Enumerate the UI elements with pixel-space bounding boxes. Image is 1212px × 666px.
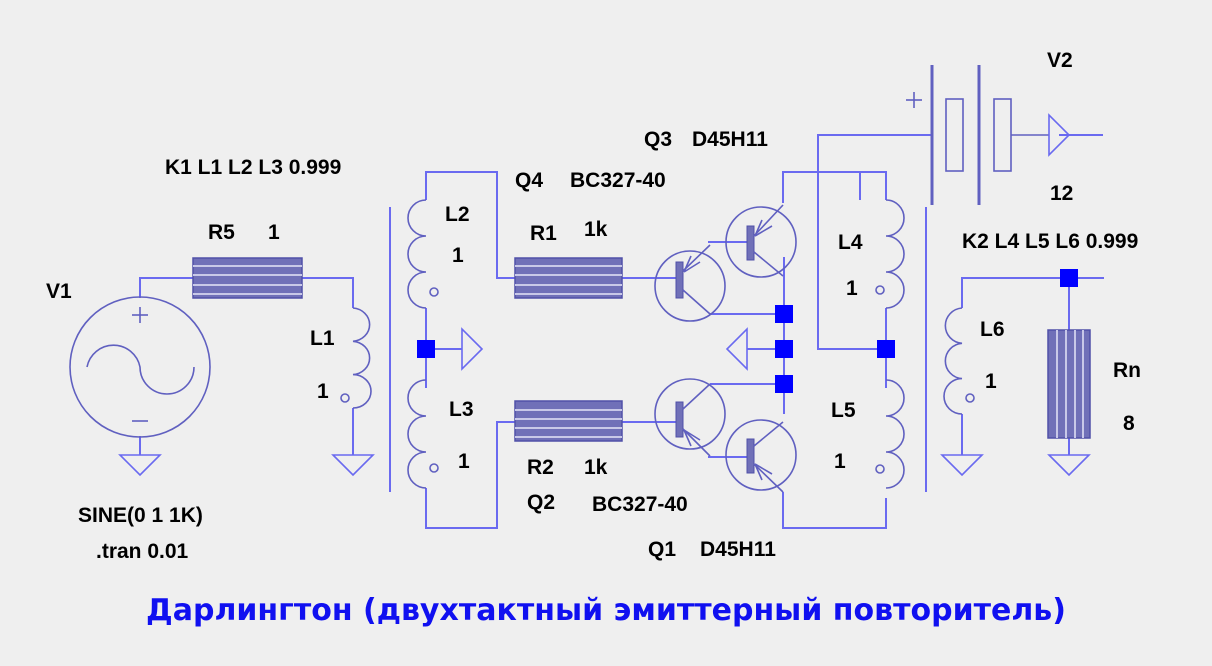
l2-name: L2: [445, 203, 470, 226]
r1-value: 1k: [584, 218, 608, 241]
ground-icon-l6: [940, 454, 984, 477]
resistor-r1[interactable]: [514, 257, 623, 299]
sine-wave-icon: [86, 344, 195, 395]
transistor-q4[interactable]: [654, 244, 726, 322]
q4-name: Q4: [515, 169, 543, 192]
r2-name: R2: [527, 456, 554, 479]
l4-value: 1: [846, 277, 858, 300]
v1-name: V1: [46, 280, 72, 303]
inductor-l2[interactable]: [407, 199, 439, 309]
resistor-rn[interactable]: [1047, 329, 1091, 439]
polarity-dot-icon: [965, 393, 975, 403]
junction-output: [1060, 269, 1078, 287]
resistor-r5[interactable]: [192, 257, 303, 299]
inductor-l3[interactable]: [407, 379, 439, 489]
ground-icon-k1-tap: [461, 327, 484, 371]
q1-name: Q1: [648, 538, 676, 561]
r5-value: 1: [268, 221, 280, 244]
wires: [139, 134, 1104, 529]
l3-value: 1: [458, 450, 470, 473]
l1-value: 1: [317, 380, 329, 403]
wire-q1-l5[interactable]: [782, 492, 887, 529]
ground-icon-l1: [331, 454, 375, 477]
emitter-arrow-icon: [683, 429, 701, 447]
r1-name: R1: [530, 222, 557, 245]
ground-icon-v1: [118, 454, 162, 477]
resistor-r2[interactable]: [514, 400, 623, 442]
l2-value: 1: [452, 244, 464, 267]
polarity-dot-icon: [340, 393, 350, 403]
transistor-q3[interactable]: [725, 204, 797, 278]
inductor-l5[interactable]: [875, 379, 905, 489]
battery-v2[interactable]: [906, 65, 1049, 205]
v1-source[interactable]: [69, 296, 211, 438]
ground-icon-mid: [725, 327, 748, 371]
transistor-q2[interactable]: [654, 378, 726, 457]
k2-directive: K2 L4 L5 L6 0.999: [962, 230, 1138, 253]
q4-model: BC327-40: [570, 169, 666, 192]
polarity-dot-icon: [429, 287, 439, 297]
wire-v2-tap[interactable]: [817, 134, 931, 350]
ground-icon-rn: [1047, 454, 1091, 477]
transistor-q1[interactable]: [725, 419, 797, 493]
emitter-arrow-icon: [754, 219, 773, 237]
wire-l3-r2[interactable]: [425, 421, 515, 529]
wire-r5-l1[interactable]: [302, 277, 354, 308]
wire-l6-out[interactable]: [961, 277, 1104, 308]
inductor-l1[interactable]: [340, 307, 372, 409]
wire-l4-top[interactable]: [860, 171, 887, 200]
tran-directive: .tran 0.01: [96, 540, 189, 563]
l3-name: L3: [449, 398, 474, 421]
wire-l2-r1[interactable]: [425, 171, 515, 279]
junction-q4-coll: [775, 305, 793, 323]
q3-model: D45H11: [692, 128, 768, 151]
l4-name: L4: [838, 231, 863, 254]
l5-value: 1: [834, 450, 846, 473]
polarity-dot-icon: [875, 464, 885, 474]
emitter-arrow-icon: [754, 463, 773, 481]
wire-q3-l4[interactable]: [782, 171, 861, 203]
inductor-l6[interactable]: [943, 307, 975, 415]
l6-name: L6: [980, 318, 1005, 341]
junction-q2-coll: [775, 375, 793, 393]
r5-name: R5: [208, 221, 235, 244]
emitter-arrow-icon: [683, 255, 701, 273]
q2-name: Q2: [527, 491, 555, 514]
ground-icon-v2: [1048, 113, 1071, 157]
v2-name: V2: [1047, 49, 1073, 72]
v2-value: 12: [1050, 182, 1073, 205]
junction-k1-tap: [417, 340, 435, 358]
l5-name: L5: [831, 399, 856, 422]
rn-name: Rn: [1113, 359, 1141, 382]
rn-value: 8: [1123, 412, 1135, 435]
junction-mid: [775, 340, 793, 358]
polarity-dot-icon: [429, 463, 439, 473]
q3-name: Q3: [644, 128, 672, 151]
q2-model: BC327-40: [592, 493, 688, 516]
junction-k2-tap: [877, 340, 895, 358]
k1-directive: K1 L1 L2 L3 0.999: [165, 156, 341, 179]
polarity-dot-icon: [875, 285, 885, 295]
l1-name: L1: [310, 327, 335, 350]
diagram-title: Дарлингтон (двухтактный эмиттерный повто…: [146, 593, 1066, 628]
inductor-l4[interactable]: [875, 199, 905, 309]
r2-value: 1k: [584, 456, 608, 479]
q1-model: D45H11: [700, 538, 776, 561]
l6-value: 1: [985, 370, 997, 393]
wire-v1-r5[interactable]: [139, 277, 193, 298]
v1-value: SINE(0 1 1K): [78, 504, 203, 527]
